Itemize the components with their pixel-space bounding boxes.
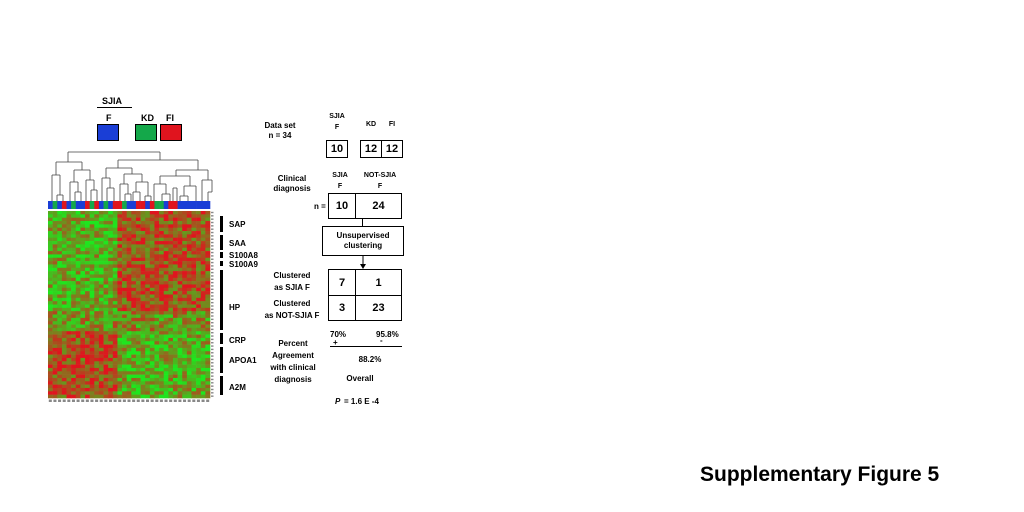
clinical-count-not: 24 (355, 193, 402, 219)
clinical-header-sjia-sub: F (337, 183, 343, 190)
p-value: = 1.6 E -4 (344, 397, 379, 406)
legend-label-f: F (106, 113, 112, 123)
top-count-kd: 12 (360, 140, 382, 158)
clinical-label-line1: Clinical (277, 174, 307, 183)
row-bar-crp (220, 333, 223, 344)
legend-group-label: SJIA (102, 96, 123, 106)
matrix-cell-a: 7 (328, 269, 356, 296)
top-count-fi: 12 (381, 140, 403, 158)
row-bar-s100a8 (220, 252, 223, 258)
agreement-line3: with clinical (270, 363, 316, 372)
top-header-fi: FI (388, 121, 396, 128)
matrix-cell-c: 3 (328, 295, 356, 321)
row-label-a2m: A2M (229, 383, 246, 392)
clustered-sjia-line1: Clustered (273, 271, 311, 280)
connector-line-1 (362, 219, 363, 226)
clustered-not-line1: Clustered (273, 299, 311, 308)
top-count-sjia: 10 (326, 140, 348, 158)
matrix-cell-b: 1 (355, 269, 402, 296)
pct-right: 95.8% (376, 330, 399, 339)
row-bar-saa (220, 235, 223, 250)
n-label: n = (314, 202, 326, 211)
agreement-line1: Percent (278, 339, 308, 348)
agreement-line2: Agreement (272, 351, 314, 360)
unsupervised-box: Unsupervised clustering (322, 226, 404, 256)
row-label-crp: CRP (229, 336, 246, 345)
clustered-not-line2: as NOT-SJIA F (264, 311, 320, 320)
unsupervised-line2: clustering (343, 241, 383, 250)
row-bar-a2m (220, 376, 223, 395)
overall-label: Overall (346, 374, 374, 383)
clinical-label-line2: diagnosis (273, 184, 311, 193)
top-header-sjia: SJIA (329, 113, 345, 120)
clinical-header-not: NOT-SJIA (363, 172, 397, 179)
pct-left: 70% (330, 330, 347, 339)
figure-title: Supplementary Figure 5 (700, 463, 940, 486)
arrow-down (360, 256, 366, 269)
row-label-s100a9: S100A9 (229, 260, 258, 269)
legend-label-fi: FI (166, 113, 174, 123)
row-label-apoa1: APOA1 (229, 356, 257, 365)
matrix-cell-d: 23 (355, 295, 402, 321)
legend-label-kd: KD (141, 113, 154, 123)
dendrogram (51, 151, 213, 202)
clinical-header-sjia: SJIA (332, 172, 348, 179)
row-bar-apoa1 (220, 347, 223, 373)
clustered-sjia-line2: as SJIA F (274, 283, 310, 292)
dataset-label: Data set (264, 121, 296, 130)
clinical-header-not-sub: F (377, 183, 383, 190)
clinical-count-sjia: 10 (328, 193, 356, 219)
pct-divider (330, 346, 402, 347)
top-header-sjia-sub: F (334, 124, 340, 131)
overall-pct: 88.2% (358, 355, 382, 364)
p-symbol: P (335, 397, 341, 406)
row-bar-sap (220, 216, 223, 232)
top-header-kd: KD (365, 121, 377, 128)
row-label-s100a8: S100A8 (229, 251, 258, 260)
pct-right-sign: - (380, 336, 383, 345)
legend-swatch-fi (160, 124, 182, 141)
row-bar-s100a9 (220, 261, 223, 266)
heatmap (48, 201, 214, 402)
row-bar-hp (220, 270, 223, 330)
unsupervised-line1: Unsupervised (336, 231, 390, 240)
row-label-hp: HP (229, 303, 241, 312)
agreement-line4: diagnosis (274, 375, 312, 384)
dataset-n: n = 34 (268, 131, 292, 140)
row-label-sap: SAP (229, 220, 246, 229)
legend-swatch-kd (135, 124, 157, 141)
pct-left-sign: + (333, 338, 338, 347)
row-label-saa: SAA (229, 239, 246, 248)
legend-group-underline (97, 107, 132, 108)
legend-swatch-f (97, 124, 119, 141)
